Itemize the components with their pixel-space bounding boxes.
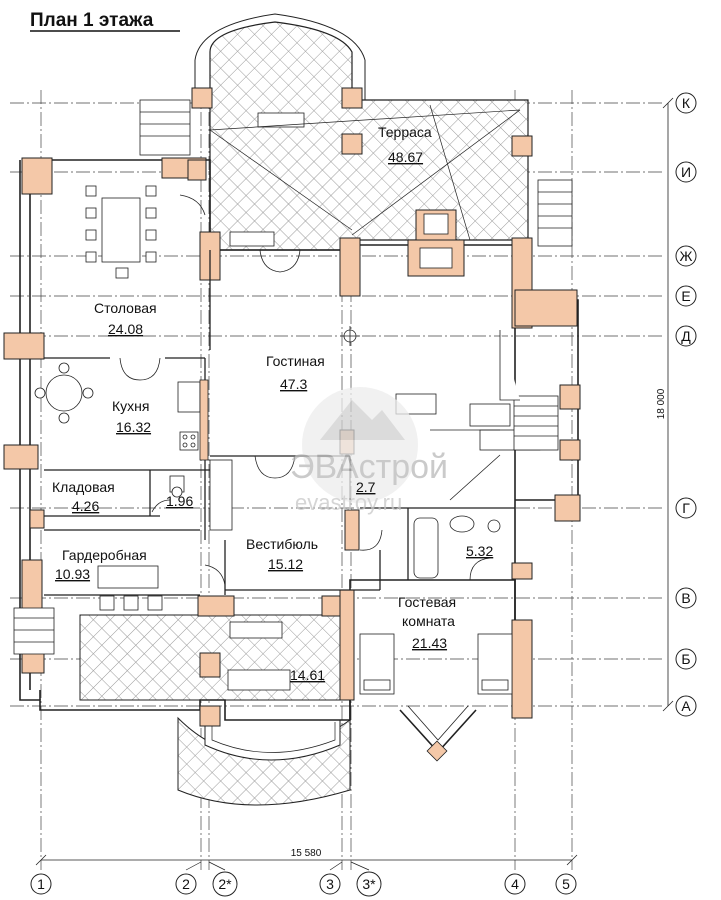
room-area-wardrobe: 10.93 <box>55 566 90 582</box>
room-area-vestibule: 15.12 <box>268 556 303 572</box>
room-area-pantry: 4.26 <box>72 498 99 514</box>
axis-label-i: И <box>681 164 691 180</box>
plan-title: План 1 этажа <box>30 10 154 31</box>
horizontal-dimension <box>35 854 578 866</box>
room-area-dining: 24.08 <box>108 321 143 337</box>
axis-label-2star: 2* <box>218 876 232 892</box>
terrace-bench-2 <box>229 231 275 247</box>
axis-label-b: Б <box>681 651 690 667</box>
room-name-guest-1: Гостевая <box>398 594 456 610</box>
room-area-porch: 14.61 <box>290 667 325 683</box>
room-name-terrace: Терраса <box>378 124 432 140</box>
room-area-living: 47.3 <box>280 376 307 392</box>
room-area-hallway: 2.7 <box>356 479 376 495</box>
bathroom-fixtures <box>169 475 501 579</box>
axis-label-5: 5 <box>562 876 570 892</box>
axis-label-1: 1 <box>37 876 45 892</box>
room-area-terrace: 48.67 <box>388 149 423 165</box>
staircase <box>13 99 573 655</box>
room-name-pantry: Кладовая <box>52 479 115 495</box>
dimension-width: 15 580 <box>291 848 322 859</box>
room-name-wardrobe: Гардеробная <box>62 547 147 563</box>
terrace-bench <box>257 112 305 128</box>
doors <box>119 194 491 586</box>
axis-label-3: 3 <box>326 876 334 892</box>
axis-label-d: Д <box>681 328 691 344</box>
room-area-kitchen: 16.32 <box>116 419 151 435</box>
axis-label-4: 4 <box>511 876 519 892</box>
terrace-floor <box>209 21 529 251</box>
axis-markers-right: К И Ж Е Д Г В Б А <box>675 92 697 717</box>
living-furniture <box>340 326 437 415</box>
room-area-bath: 5.32 <box>466 543 493 559</box>
axis-label-e: Е <box>681 288 690 304</box>
watermark-brand: ЭВАстрой <box>290 448 448 486</box>
dimension-height: 18 000 <box>656 388 667 419</box>
axis-label-3star: 3* <box>362 876 376 892</box>
dining-furniture <box>85 185 157 279</box>
room-name-guest-2: комната <box>402 613 455 629</box>
room-area-guest: 21.43 <box>412 635 447 651</box>
room-area-wc: 1.96 <box>166 493 193 509</box>
terrace-arc <box>194 13 366 61</box>
porch-bench <box>229 621 283 639</box>
room-labels: Терраса 48.67 Столовая 24.08 Гостиная 47… <box>52 124 493 683</box>
room-name-dining: Столовая <box>94 300 157 316</box>
guest-beds <box>359 633 513 695</box>
axis-label-g: Г <box>682 500 690 516</box>
structural-walls <box>3 87 581 727</box>
terrace-roof-lines <box>209 104 521 241</box>
wardrobe-furniture <box>97 565 163 611</box>
vertical-dimension <box>662 97 674 712</box>
room-name-vestibule: Вестибюль <box>246 536 318 552</box>
watermark-site: evastroy.ru <box>295 490 402 515</box>
axis-label-2: 2 <box>182 876 190 892</box>
axis-label-a: А <box>681 698 691 714</box>
kitchen-furniture <box>34 362 233 531</box>
axis-label-k: К <box>682 95 691 111</box>
room-name-kitchen: Кухня <box>112 398 149 414</box>
room-name-living: Гостиная <box>266 353 325 369</box>
axis-markers-bottom: 1 2 2* 3 3* 4 5 <box>30 871 577 897</box>
axis-label-zh: Ж <box>680 248 693 264</box>
axis-label-v: В <box>681 590 690 606</box>
watermark: ЭВАстрой evastroy.ru <box>290 387 448 515</box>
